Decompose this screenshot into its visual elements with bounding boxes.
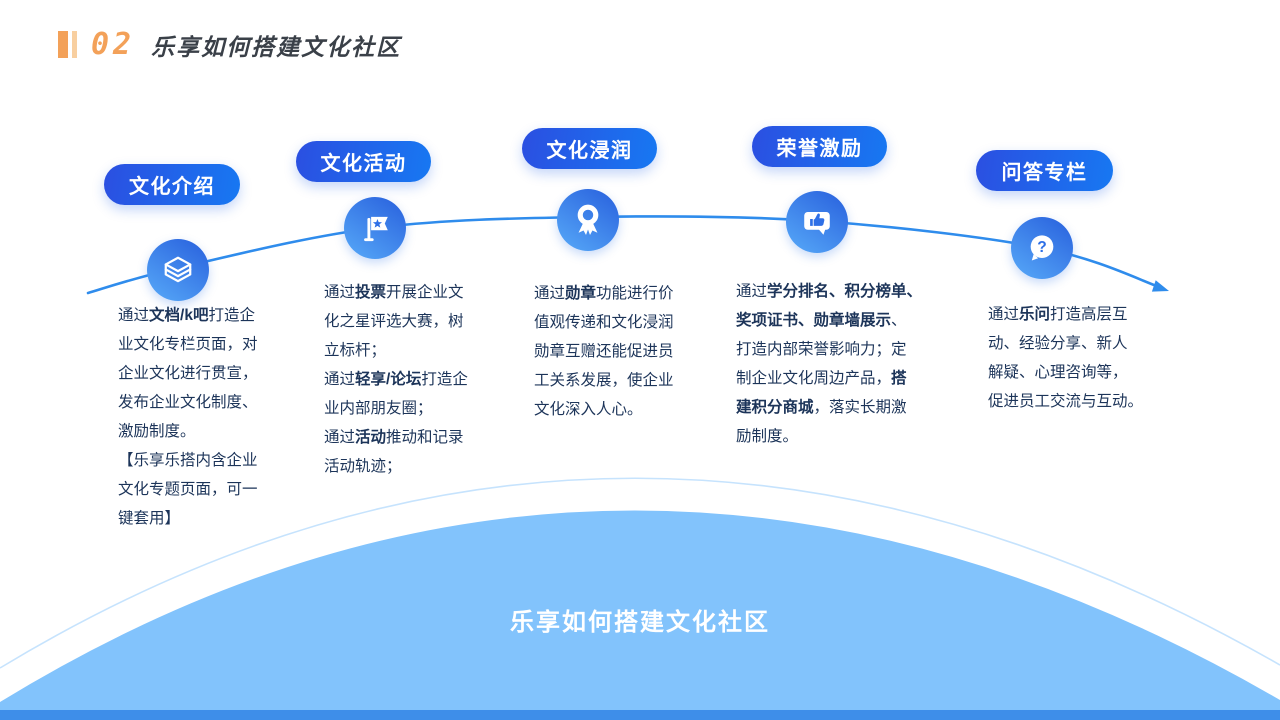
header-accent-bar [58, 31, 68, 58]
paragraph: 通过勋章功能进行价 值观传递和文化浸润 勋章互赠还能促进员 工关系发展，使企业 … [534, 285, 674, 418]
paragraph: 通过投票开展企业文 化之星评选大赛，树 立标杆； [324, 284, 464, 359]
question-mark-glyph: ? [1037, 239, 1047, 256]
tab-honor-incentive[interactable]: 荣誉激励 [752, 126, 887, 167]
node-honor-incentive [786, 191, 848, 253]
paragraph: 通过文档/k吧打造企 业文化专栏页面，对 企业文化进行贯宣， 发布企业文化制度、… [118, 307, 258, 440]
dome-shape [0, 510, 1280, 720]
tab-culture-intro[interactable]: 文化介绍 [104, 164, 240, 205]
tab-culture-immersion[interactable]: 文化浸润 [522, 128, 657, 169]
paragraph: 通过轻享/论坛打造企 业内部朋友圈； [324, 371, 468, 417]
flag-icon [364, 216, 388, 242]
books-icon [164, 256, 192, 283]
paragraph: 通过乐问打造高层互 动、经验分享、新人 解疑、心理咨询等， 促进员工交流与互动。 [988, 306, 1144, 410]
paragraph: 通过学分排名、积分榜单、 奖项证书、勋章墙展示、 打造内部荣誉影响力；定 制企业… [736, 283, 923, 445]
bottom-strip [0, 710, 1280, 720]
question-bubble-icon: ? [1030, 235, 1054, 261]
medal-icon [577, 204, 599, 235]
tab-culture-activity[interactable]: 文化活动 [296, 141, 431, 182]
arrowhead-icon [1151, 280, 1169, 292]
node-qa-column: ? [1011, 217, 1073, 279]
dome-outline-arc [0, 477, 1280, 669]
qa-column-description: 通过乐问打造高层互 动、经验分享、新人 解疑、心理咨询等， 促进员工交流与互动。 [988, 300, 1143, 416]
thumbs-up-bubble-icon [804, 212, 830, 235]
bottom-title: 乐享如何搭建文化社区 [510, 609, 770, 636]
paragraph: 通过活动推动和记录 活动轨迹； [324, 429, 464, 475]
paragraph: 【乐享乐搭内含企业 文化专题页面，可一 键套用】 [118, 452, 258, 527]
node-culture-immersion [557, 189, 619, 251]
section-number: 02 [91, 27, 136, 62]
culture-immersion-description: 通过勋章功能进行价 值观传递和文化浸润 勋章互赠还能促进员 工关系发展，使企业 … [534, 279, 674, 424]
slide-header: 02 乐享如何搭建文化社区 [58, 27, 401, 62]
node-culture-activity [344, 197, 406, 259]
honor-incentive-description: 通过学分排名、积分榜单、 奖项证书、勋章墙展示、 打造内部荣誉影响力；定 制企业… [736, 277, 922, 451]
culture-intro-description: 通过文档/k吧打造企 业文化专栏页面，对 企业文化进行贯宣， 发布企业文化制度、… [118, 301, 258, 533]
page-title: 乐享如何搭建文化社区 [151, 33, 402, 60]
tab-qa-column[interactable]: 问答专栏 [976, 150, 1113, 191]
header-accent-bar-light [72, 31, 77, 58]
culture-activity-description: 通过投票开展企业文 化之星评选大赛，树 立标杆； 通过轻享/论坛打造企 业内部朋友… [324, 278, 468, 481]
node-culture-intro [147, 239, 209, 301]
